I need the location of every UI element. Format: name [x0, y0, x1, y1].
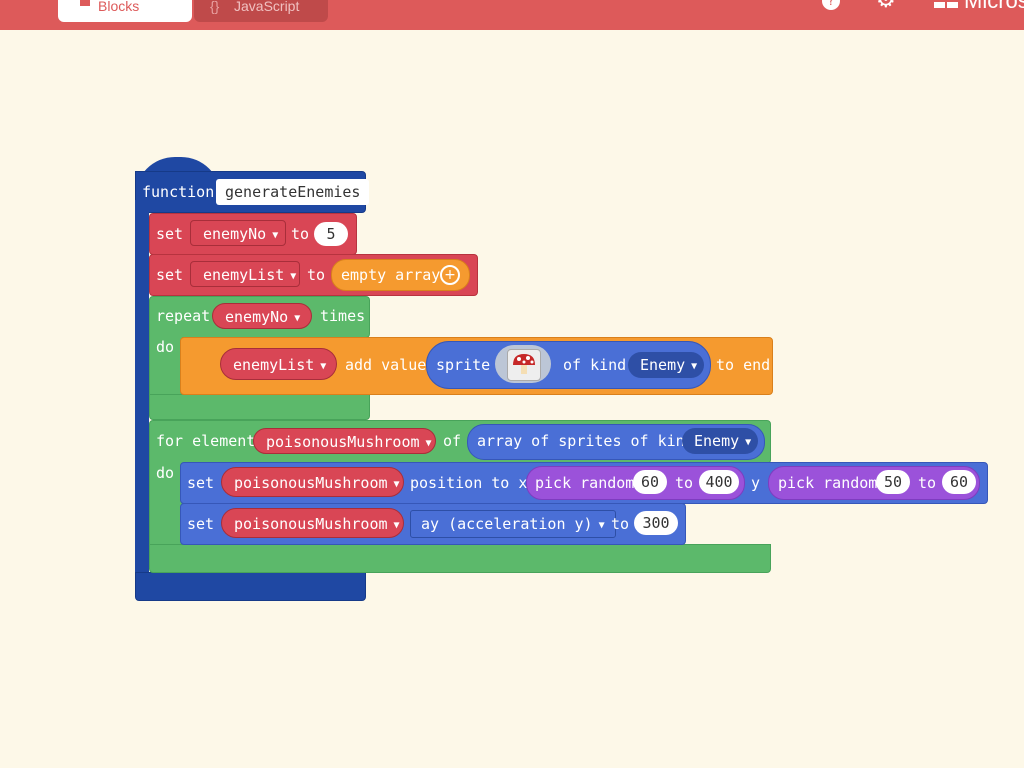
sprite-label: sprite — [436, 356, 491, 374]
blocks-icon — [80, 0, 90, 6]
kind-label: Enemy — [694, 432, 740, 450]
plus-circle-icon[interactable]: + — [440, 265, 460, 285]
chevron-down-icon: ▼ — [425, 438, 432, 449]
variable-label: enemyList — [203, 266, 285, 284]
variable-label: enemyNo — [225, 308, 289, 326]
to-end-label: to end — [716, 356, 771, 374]
property-dropdown-ay[interactable]: ay (acceleration y) ▼ — [410, 510, 616, 538]
chevron-down-icon: ▼ — [745, 437, 752, 448]
for-element-keyword: for element — [156, 432, 256, 450]
tab-blocks[interactable]: Blocks — [58, 0, 192, 22]
brand-name: Micros — [964, 0, 1024, 13]
chevron-down-icon: ▼ — [393, 520, 400, 531]
chevron-down-icon: ▼ — [272, 230, 279, 241]
set-keyword: set — [156, 225, 184, 243]
function-keyword: function — [142, 183, 215, 201]
variable-pill-enemylist[interactable]: enemyList ▼ — [220, 348, 337, 380]
tab-javascript[interactable]: {} JavaScript — [194, 0, 328, 22]
chevron-down-icon: ▼ — [691, 361, 698, 372]
mushroom-sprite-icon — [507, 349, 541, 381]
variable-pill-poisonousmushroom[interactable]: poisonousMushroom ▼ — [221, 508, 404, 538]
chevron-down-icon: ▼ — [320, 361, 327, 372]
empty-array-label: empty array — [341, 266, 441, 284]
tab-blocks-label: Blocks — [98, 0, 140, 14]
pick-random-label: pick random — [778, 474, 878, 492]
to-label: to — [675, 474, 694, 492]
set-keyword: set — [156, 266, 184, 284]
of-kind-label: of kind — [563, 356, 627, 374]
number-input-400[interactable]: 400 — [699, 470, 739, 494]
set-keyword: set — [187, 515, 215, 533]
variable-label: poisonousMushroom — [234, 474, 388, 492]
function-footer — [135, 572, 366, 601]
top-bar: Blocks {} JavaScript ? ⚙ Micros — [0, 0, 1024, 30]
number-input-60[interactable]: 60 — [942, 470, 976, 494]
array-of-sprites-label: array of sprites of kind — [477, 432, 694, 450]
y-label: y — [751, 474, 761, 492]
to-label: to — [307, 266, 326, 284]
variable-dropdown-enemylist[interactable]: enemyList ▼ — [190, 261, 300, 287]
property-label: ay (acceleration y) — [421, 515, 593, 533]
variable-label: enemyNo — [203, 225, 267, 243]
do-label: do — [156, 464, 175, 482]
function-name-field[interactable]: generateEnemies — [216, 179, 370, 205]
for-element-footer — [149, 544, 771, 573]
to-label: to — [918, 474, 937, 492]
set-keyword: set — [187, 474, 215, 492]
function-body-bar — [135, 200, 149, 586]
number-input-60[interactable]: 60 — [633, 470, 667, 494]
kind-dropdown-enemy[interactable]: Enemy ▼ — [628, 352, 704, 378]
repeat-footer — [149, 394, 370, 420]
microsoft-logo-icon — [934, 0, 960, 10]
position-to-x-label: position to x — [410, 474, 528, 492]
chevron-down-icon: ▼ — [290, 271, 297, 282]
times-label: times — [320, 307, 366, 325]
chevron-down-icon: ▼ — [393, 479, 400, 490]
pick-random-label: pick random — [535, 474, 635, 492]
repeat-body-bar — [149, 330, 182, 395]
do-label: do — [156, 338, 175, 356]
variable-pill-enemyno[interactable]: enemyNo ▼ — [212, 303, 312, 329]
sprite-image-picker[interactable] — [495, 345, 551, 383]
variable-dropdown-enemyno[interactable]: enemyNo ▼ — [190, 220, 286, 246]
chevron-down-icon: ▼ — [294, 313, 301, 324]
variable-label: poisonousMushroom — [234, 515, 388, 533]
number-input-300[interactable]: 300 — [634, 511, 678, 535]
repeat-keyword: repeat — [156, 307, 211, 325]
number-input-50[interactable]: 50 — [876, 470, 910, 494]
variable-label: poisonousMushroom — [266, 433, 420, 451]
to-label: to — [611, 515, 630, 533]
tab-javascript-label: JavaScript — [234, 0, 300, 14]
for-element-body-bar — [149, 455, 182, 547]
variable-pill-poisonousmushroom[interactable]: poisonousMushroom ▼ — [221, 467, 404, 497]
code-braces-icon: {} — [210, 0, 220, 14]
help-icon[interactable]: ? — [822, 0, 840, 10]
settings-gear-icon[interactable]: ⚙ — [876, 0, 896, 13]
number-input-5[interactable]: 5 — [314, 222, 348, 246]
kind-label: Enemy — [640, 356, 686, 374]
variable-pill-poisonousmushroom[interactable]: poisonousMushroom ▼ — [253, 428, 436, 454]
of-label: of — [443, 432, 462, 450]
variable-label: enemyList — [233, 356, 315, 374]
kind-dropdown-enemy[interactable]: Enemy ▼ — [682, 428, 758, 454]
to-label: to — [291, 225, 310, 243]
chevron-down-icon: ▼ — [598, 520, 605, 531]
add-value-label: add value — [345, 356, 427, 374]
